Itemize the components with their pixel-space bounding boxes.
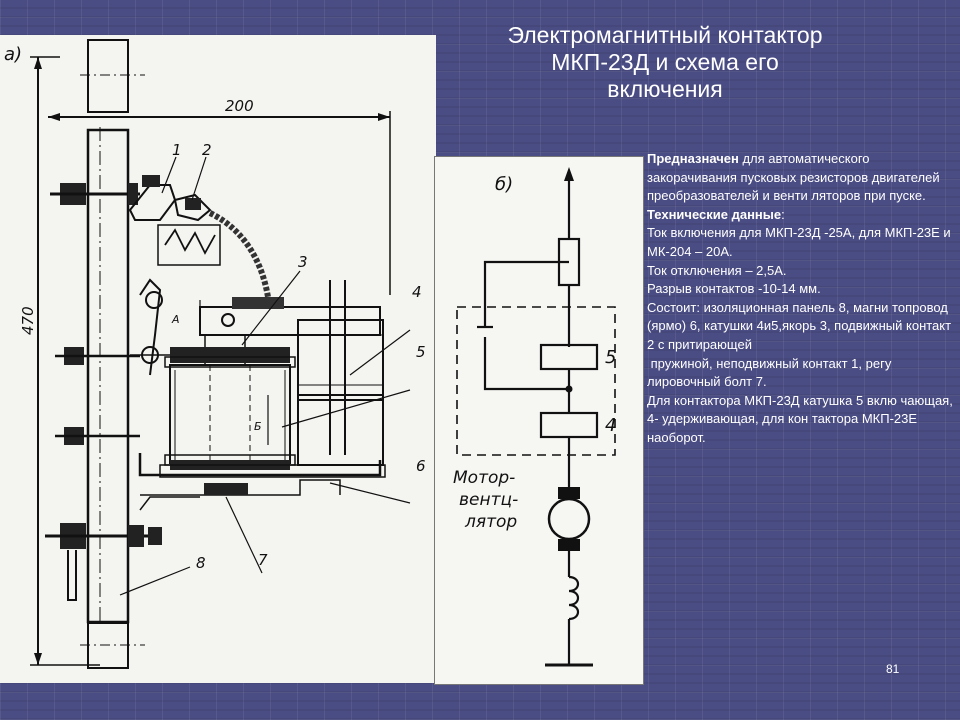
- callout-1: 1: [172, 141, 182, 159]
- spec-line: Ток включения для МКП-23Д -25А, для МКП-…: [647, 225, 951, 259]
- spec-line: Разрыв контактов -10-14 мм.: [647, 281, 821, 297]
- coil-4-label: 4: [605, 415, 616, 436]
- motor-label-line-3: лятор: [464, 512, 517, 532]
- panel-bolts: [45, 183, 162, 601]
- coil-5: [164, 347, 384, 470]
- callout-8: 8: [196, 554, 206, 572]
- callout-7: 7: [258, 551, 268, 569]
- spec-line: Ток отключения – 2,5А.: [647, 262, 787, 278]
- height-dimension-label: 470: [19, 306, 37, 335]
- yoke: [138, 453, 382, 477]
- specs-heading: Технические данные: [647, 206, 782, 222]
- gap-a-label: А: [171, 313, 180, 326]
- callout-3: 3: [298, 253, 308, 271]
- callout-5: 5: [416, 343, 426, 361]
- coil-4-symbol: [539, 411, 599, 439]
- description: Предназначен для автоматического закорач…: [647, 150, 955, 448]
- field-winding: [568, 575, 580, 621]
- coil-5-label: 5: [605, 347, 616, 368]
- specs-colon: :: [781, 206, 785, 222]
- width-dimension-label: 200: [225, 97, 254, 115]
- purpose-heading: Предназначен: [647, 151, 739, 166]
- purpose-paragraph: Предназначен для автоматического закорач…: [647, 150, 955, 206]
- contact-assembly: [128, 175, 271, 376]
- spec-line: Для контактора МКП-23Д катушка 5 вклю ча…: [647, 392, 953, 445]
- spec-line: Состоит: изоляционная панель 8, магни то…: [647, 299, 952, 352]
- contactor-drawing-svg: а) 470 200: [4, 39, 426, 669]
- adjusting-bolt: [204, 483, 248, 495]
- contactor-drawing: а) 470 200: [0, 35, 436, 683]
- spec-line: пружиной, неподвижный контакт 1, регу ли…: [647, 355, 895, 390]
- wiring-schematic: б) 5 4 Мотор- вентц- лятор: [434, 156, 644, 685]
- callout-leaders: [119, 156, 411, 596]
- bypass-contact-branch: [483, 260, 569, 327]
- motor-label-line-2: вентц-: [459, 490, 518, 510]
- callout-2: 2: [202, 141, 212, 159]
- slide-title: Электромагнитный контактор МКП-23Д и схе…: [470, 22, 860, 103]
- motor-symbol: [547, 497, 591, 541]
- title-line-2: МКП-23Д и схема его: [551, 49, 779, 75]
- contactor-boundary: [456, 306, 616, 456]
- title-line-3: включения: [607, 76, 723, 102]
- specs-heading-line: Технические данные:: [647, 206, 955, 225]
- supply-arrow-icon: [564, 167, 574, 181]
- gap-b-label: Б: [254, 420, 262, 433]
- coil-5-symbol: [539, 343, 599, 371]
- panel-a-label: а): [4, 44, 22, 65]
- coil-4: [297, 280, 384, 455]
- title-line-1: Электромагнитный контактор: [507, 22, 823, 48]
- page-number: 81: [886, 662, 900, 676]
- motor-label-line-1: Мотор-: [453, 468, 515, 488]
- callout-4: 4: [412, 283, 422, 301]
- insulating-panel: [86, 128, 130, 624]
- purpose-text: для автоматического закорачивания пусков…: [647, 151, 940, 204]
- wiring-schematic-svg: б) 5 4 Мотор- вентц- лятор: [453, 167, 616, 667]
- callout-6: 6: [416, 457, 426, 475]
- panel-b-label: б): [495, 174, 513, 195]
